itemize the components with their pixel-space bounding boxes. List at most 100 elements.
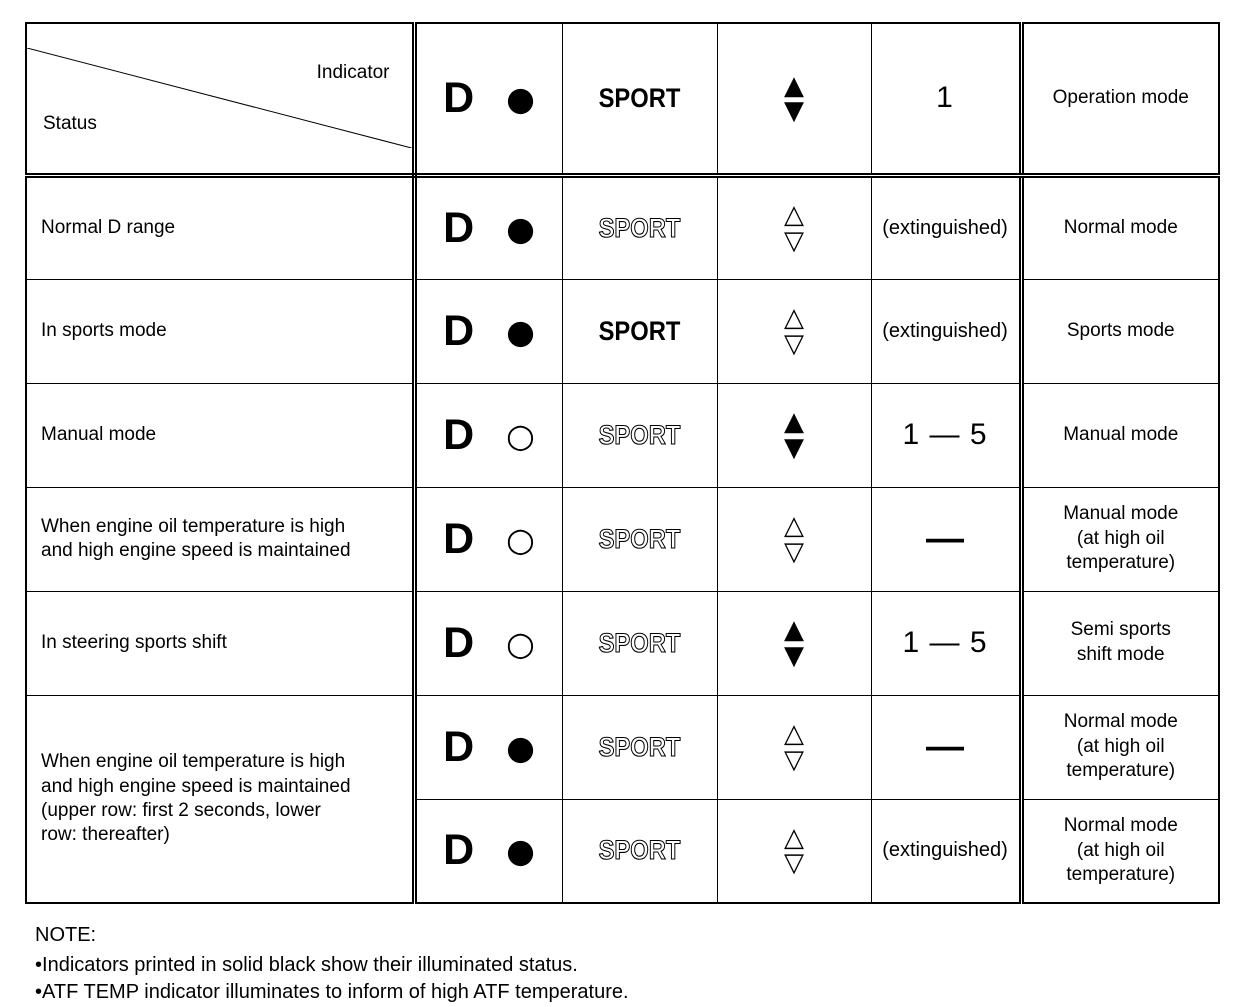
- note-section: NOTE: Indicators printed in solid black …: [35, 922, 1248, 1007]
- d-range-indicator: D: [443, 306, 475, 355]
- arrow-down-icon: ▽: [784, 225, 804, 256]
- note-item: ATF TEMP indicator illuminates to inform…: [35, 979, 1248, 1007]
- shift-arrows-cell: △ ▽: [716, 694, 872, 800]
- sport-cell: SPORT: [561, 694, 718, 800]
- sport-cell: SPORT: [561, 798, 718, 904]
- gear-position-cell: —: [870, 694, 1022, 800]
- shift-arrows-icon: ▲ ▼: [718, 407, 870, 463]
- diagonal-header-cell: Indicator Status: [25, 22, 417, 178]
- d-indicator-cell: D ●: [413, 798, 563, 904]
- indicator-status-table: Indicator Status D ● SPORT ▲ ▼ 1 Ope: [25, 22, 1220, 905]
- header-row: Indicator Status D ● SPORT ▲ ▼ 1 Ope: [25, 22, 1220, 178]
- shift-arrows-icon: ▲ ▼: [718, 615, 870, 671]
- table-row: In steering sports shift D ○ SPORT ▲ ▼ 1…: [25, 590, 1220, 696]
- sport-header-cell: SPORT: [561, 22, 718, 178]
- d-range-indicator: D: [443, 826, 475, 875]
- operation-mode-cell: Manual mode (at high oil temperature): [1018, 486, 1220, 592]
- d-indicator-cell: D ○: [413, 590, 563, 696]
- sport-cell: SPORT: [561, 278, 718, 384]
- operation-mode-header-cell: Operation mode: [1018, 22, 1220, 178]
- status-cell: Manual mode: [25, 382, 417, 488]
- d-indicator-cell: D ●: [413, 174, 563, 280]
- shift-arrows-icon: △ ▽: [718, 823, 870, 879]
- operation-mode-cell: Normal mode: [1018, 174, 1220, 280]
- d-dot-icon: ●: [506, 208, 535, 248]
- indicator-axis-label: Indicator: [316, 62, 390, 84]
- table-row: Manual mode D ○ SPORT ▲ ▼ 1 — 5 Manual m…: [25, 382, 1220, 488]
- gear-position-cell: (extinguished): [870, 278, 1022, 384]
- sport-cell: SPORT: [561, 174, 718, 280]
- arrow-up-icon: ▲: [784, 70, 804, 101]
- arrow-down-icon: ▼: [784, 640, 804, 671]
- shift-arrows-cell: ▲ ▼: [716, 590, 872, 696]
- d-dot-icon: ○: [506, 519, 535, 559]
- operation-mode-cell: Sports mode: [1018, 278, 1220, 384]
- sport-indicator: SPORT: [598, 835, 681, 866]
- gear-position-cell: (extinguished): [870, 174, 1022, 280]
- operation-mode-cell: Manual mode: [1018, 382, 1220, 488]
- arrow-down-icon: ▽: [784, 328, 804, 359]
- sport-indicator: SPORT: [598, 419, 681, 450]
- arrow-down-icon: ▼: [784, 95, 804, 126]
- d-dot-icon: ●: [506, 831, 535, 871]
- d-range-indicator: D: [443, 73, 475, 122]
- sport-indicator: SPORT: [598, 82, 681, 113]
- shift-arrows-icon: ▲ ▼: [718, 70, 870, 126]
- note-title: NOTE:: [35, 924, 97, 947]
- shift-arrows-header-cell: ▲ ▼: [716, 22, 872, 178]
- gear-position-cell: (extinguished): [870, 798, 1022, 904]
- shift-arrows-cell: △ ▽: [716, 798, 872, 904]
- arrow-up-icon: △: [784, 823, 804, 854]
- d-indicator-cell: D ○: [413, 486, 563, 592]
- shift-arrows-cell: ▲ ▼: [716, 382, 872, 488]
- gear-position-cell: —: [870, 486, 1022, 592]
- arrow-up-icon: △: [784, 719, 804, 750]
- sport-indicator: SPORT: [598, 212, 681, 243]
- status-cell: When engine oil temperature is high and …: [25, 694, 417, 904]
- sport-indicator: SPORT: [598, 731, 681, 762]
- shift-arrows-cell: △ ▽: [716, 174, 872, 280]
- d-indicator-cell: D ●: [413, 694, 563, 800]
- arrow-up-icon: ▲: [784, 407, 804, 438]
- operation-mode-cell: Normal mode (at high oil temperature): [1018, 798, 1220, 904]
- status-cell: When engine oil temperature is high and …: [25, 486, 417, 592]
- sport-cell: SPORT: [561, 382, 718, 488]
- arrow-down-icon: ▽: [784, 848, 804, 879]
- table-row: Normal D range D ● SPORT △ ▽ (extinguish…: [25, 174, 1220, 280]
- d-range-indicator: D: [443, 203, 475, 252]
- gear-position-cell: 1 — 5: [870, 590, 1022, 696]
- table-row: When engine oil temperature is high and …: [25, 486, 1220, 592]
- d-dot-icon: ●: [506, 727, 535, 767]
- shift-arrows-cell: △ ▽: [716, 486, 872, 592]
- arrow-up-icon: △: [784, 200, 804, 231]
- table-row: In sports mode D ● SPORT △ ▽ (extinguish…: [25, 278, 1220, 384]
- table-row: When engine oil temperature is high and …: [25, 694, 1220, 904]
- shift-arrows-icon: △ ▽: [718, 200, 870, 256]
- arrow-down-icon: ▼: [784, 432, 804, 463]
- diagonal-divider: [27, 48, 412, 148]
- operation-mode-cell: Semi sports shift mode: [1018, 590, 1220, 696]
- arrow-up-icon: △: [784, 303, 804, 334]
- d-range-indicator: D: [443, 514, 475, 563]
- d-range-indicator: D: [443, 618, 475, 667]
- d-indicator-cell: D ○: [413, 382, 563, 488]
- status-cell: In steering sports shift: [25, 590, 417, 696]
- status-cell: In sports mode: [25, 278, 417, 384]
- table-row: D ● SPORT △ ▽ (extinguished) Normal mode…: [26, 798, 1220, 904]
- status-axis-label: Status: [43, 113, 97, 134]
- d-dot-icon: ●: [506, 311, 535, 351]
- sport-indicator: SPORT: [598, 523, 681, 554]
- d-range-indicator: D: [443, 410, 475, 459]
- gear-position-header-cell: 1: [870, 22, 1022, 178]
- sport-indicator: SPORT: [598, 627, 681, 658]
- operation-mode-cell: Normal mode (at high oil temperature): [1018, 694, 1220, 800]
- d-indicator-header-cell: D ●: [413, 22, 563, 178]
- arrow-up-icon: ▲: [784, 615, 804, 646]
- shift-arrows-cell: △ ▽: [716, 278, 872, 384]
- arrow-down-icon: ▽: [784, 744, 804, 775]
- d-indicator-cell: D ●: [413, 278, 563, 384]
- arrow-down-icon: ▽: [784, 536, 804, 567]
- shift-arrows-icon: △ ▽: [718, 513, 870, 567]
- d-dot-icon: ○: [506, 415, 535, 455]
